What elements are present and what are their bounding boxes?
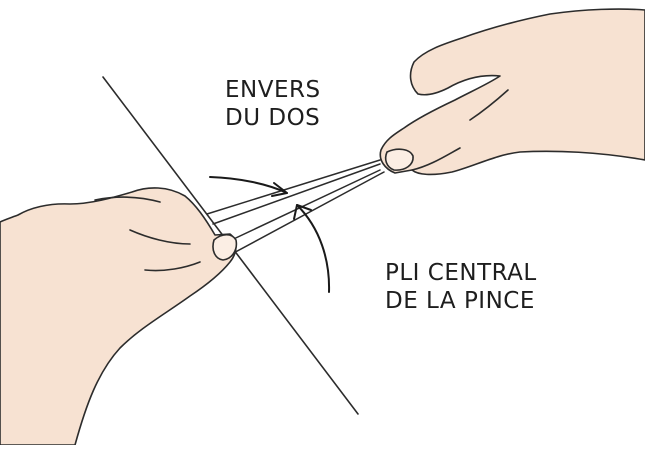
label-pli-line2: DE LA PINCE (385, 288, 535, 314)
left-hand (0, 187, 238, 446)
label-envers-du-dos: ENVERS DU DOS (225, 76, 321, 132)
label-pli-line1: PLI CENTRAL (385, 260, 537, 286)
label-pli-central: PLI CENTRAL DE LA PINCE (385, 259, 537, 315)
arrow-pli (293, 204, 331, 293)
label-envers-line2: DU DOS (225, 105, 321, 131)
label-envers-line1: ENVERS (225, 77, 321, 103)
right-hand (379, 8, 645, 176)
arrow-envers (209, 176, 288, 197)
